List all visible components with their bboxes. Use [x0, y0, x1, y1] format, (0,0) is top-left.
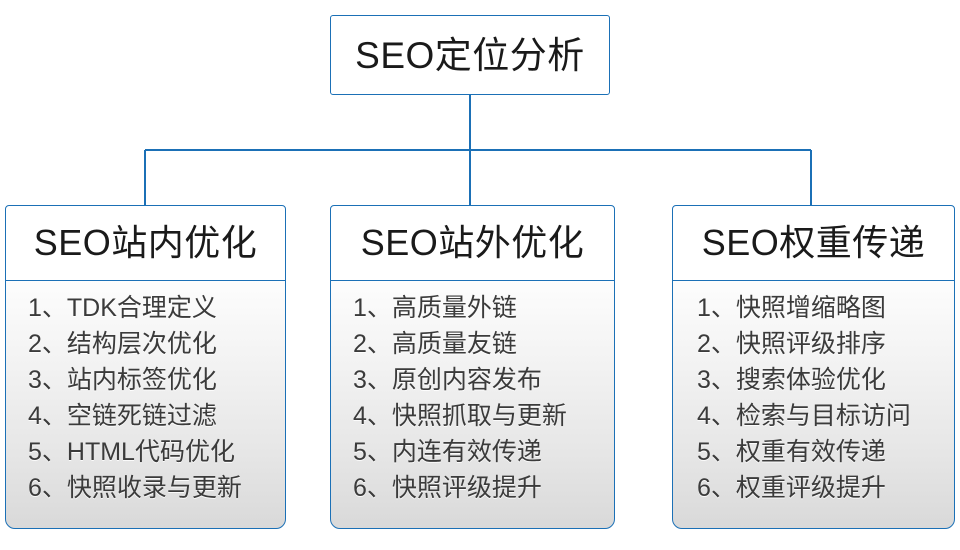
list-item: 4、快照抓取与更新 — [353, 402, 567, 431]
branch-header-2[interactable]: SEO权重传递 — [672, 205, 955, 281]
list-item: 3、搜索体验优化 — [697, 366, 886, 395]
list-item: 4、检索与目标访问 — [697, 402, 911, 431]
list-item: 3、站内标签优化 — [28, 366, 217, 395]
branch-header-label-0: SEO站内优化 — [33, 222, 258, 263]
list-item: 3、原创内容发布 — [353, 366, 542, 395]
list-item: 5、HTML代码优化 — [28, 438, 235, 467]
branch-column-2: SEO权重传递 1、快照增缩略图 2、快照评级排序 3、搜索体验优化 4、检索与… — [672, 205, 955, 530]
branch-header-label-1: SEO站外优化 — [360, 222, 585, 263]
branch-column-0: SEO站内优化 1、TDK合理定义 2、结构层次优化 3、站内标签优化 4、空链… — [5, 205, 286, 530]
branch-header-0[interactable]: SEO站内优化 — [5, 205, 286, 281]
list-item: 6、权重评级提升 — [697, 474, 886, 503]
list-item: 6、快照收录与更新 — [28, 474, 242, 503]
list-item: 2、高质量友链 — [353, 330, 517, 359]
list-item: 6、快照评级提升 — [353, 474, 542, 503]
root-node[interactable]: SEO定位分析 — [330, 15, 610, 95]
list-item: 2、快照评级排序 — [697, 330, 886, 359]
list-item: 4、空链死链过滤 — [28, 402, 217, 431]
list-item: 5、权重有效传递 — [697, 438, 886, 467]
branch-header-label-2: SEO权重传递 — [701, 222, 926, 263]
branch-column-1: SEO站外优化 1、高质量外链 2、高质量友链 3、原创内容发布 4、快照抓取与… — [330, 205, 615, 530]
root-node-label: SEO定位分析 — [355, 34, 585, 76]
list-item: 1、高质量外链 — [353, 294, 517, 323]
branch-header-1[interactable]: SEO站外优化 — [330, 205, 615, 281]
branch-list-0: 1、TDK合理定义 2、结构层次优化 3、站内标签优化 4、空链死链过滤 5、H… — [5, 279, 286, 530]
list-item: 1、快照增缩略图 — [697, 294, 886, 323]
list-item: 2、结构层次优化 — [28, 330, 217, 359]
list-item: 1、TDK合理定义 — [28, 294, 217, 323]
branch-list-1: 1、高质量外链 2、高质量友链 3、原创内容发布 4、快照抓取与更新 5、内连有… — [330, 279, 615, 530]
branch-list-2: 1、快照增缩略图 2、快照评级排序 3、搜索体验优化 4、检索与目标访问 5、权… — [672, 279, 955, 530]
list-item: 5、内连有效传递 — [353, 438, 542, 467]
